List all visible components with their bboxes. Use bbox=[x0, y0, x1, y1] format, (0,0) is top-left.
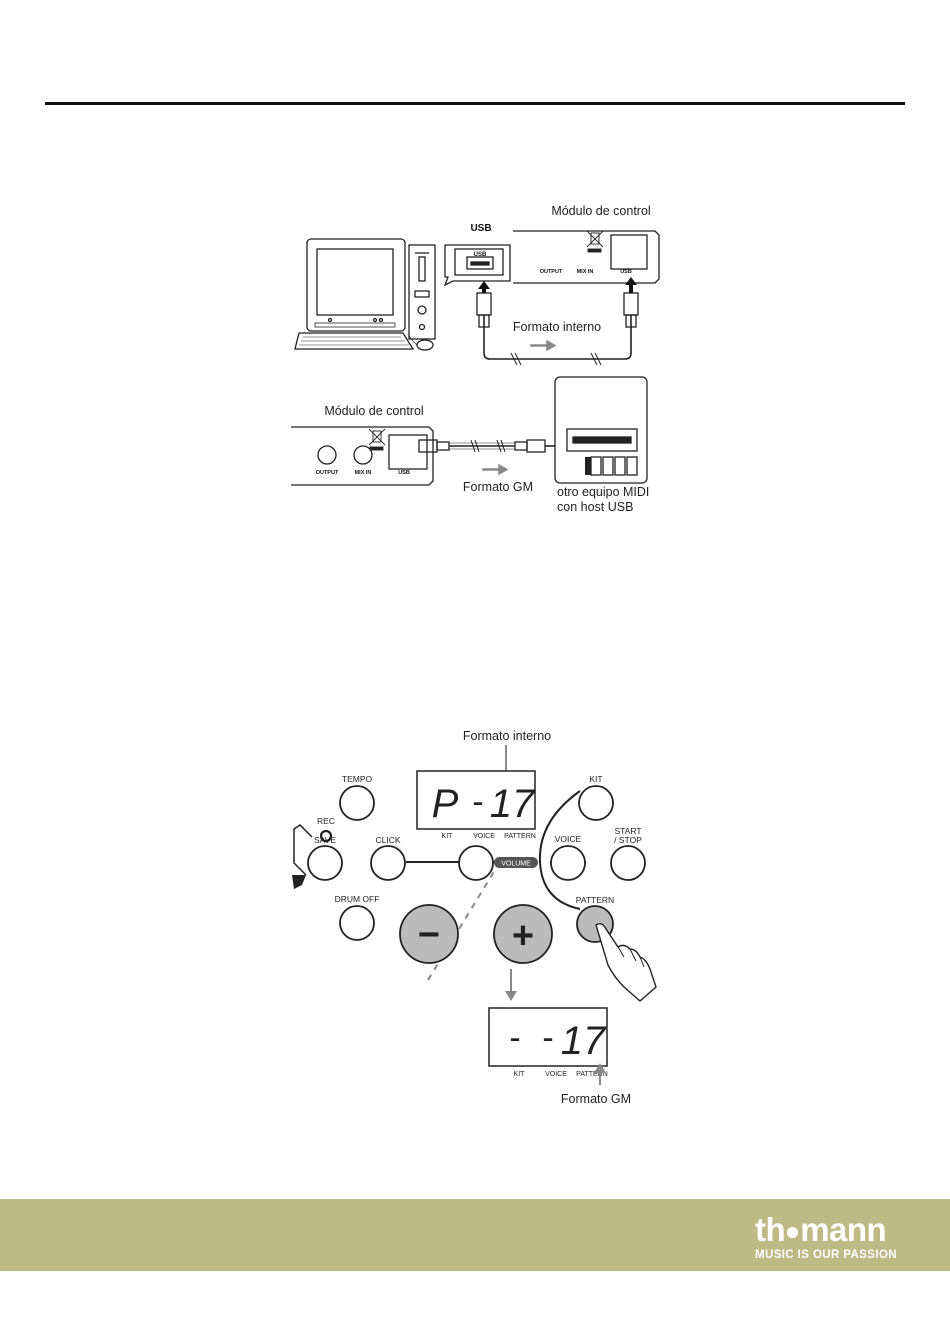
usb-connection-diagram: USB USB Módulo de control OUTPUT MIX IN … bbox=[291, 204, 660, 514]
rec-label: REC bbox=[317, 816, 335, 826]
drum-off-button[interactable] bbox=[339, 905, 375, 941]
save-label: SAVE bbox=[314, 835, 336, 845]
kit-button[interactable] bbox=[578, 785, 614, 821]
click-label: CLICK bbox=[375, 835, 400, 845]
pc-tower-icon bbox=[408, 244, 436, 340]
volume-button[interactable] bbox=[458, 845, 494, 881]
midi-device-label-line1: otro equipo MIDI bbox=[557, 485, 649, 499]
usb-label: USB bbox=[398, 470, 410, 476]
internal-format-label: Formato interno bbox=[513, 320, 601, 334]
tempo-label: TEMPO bbox=[342, 774, 373, 784]
voice-button[interactable] bbox=[550, 845, 586, 881]
mouse-icon bbox=[416, 339, 434, 351]
brand-right: mann bbox=[800, 1211, 887, 1248]
internal-format-label: Formato interno bbox=[463, 729, 551, 743]
display-label-voice: VOICE bbox=[473, 833, 495, 840]
start-label: START bbox=[614, 826, 641, 836]
gm-format-label: Formato GM bbox=[561, 1092, 631, 1106]
click-button[interactable] bbox=[370, 845, 406, 881]
usb-callout-label: USB bbox=[470, 223, 491, 234]
voice-label: VOICE bbox=[555, 834, 582, 844]
control-module-panel-top bbox=[513, 230, 660, 284]
header-rule bbox=[45, 102, 905, 105]
display-top bbox=[416, 770, 536, 830]
pencil-icon bbox=[292, 875, 306, 889]
usb-plug-icon bbox=[623, 292, 639, 316]
arrow-right-icon bbox=[530, 339, 557, 352]
usb-port-label: USB bbox=[474, 252, 487, 258]
weee-bin-icon bbox=[586, 230, 604, 253]
display-label-pattern: PATTERN bbox=[576, 1071, 608, 1078]
midi-device-label-line2: con host USB bbox=[557, 500, 633, 514]
start-stop-button[interactable] bbox=[610, 845, 646, 881]
arrow-right-icon bbox=[482, 463, 509, 476]
display-bottom-char-1: - bbox=[509, 1019, 520, 1057]
plus-button[interactable] bbox=[493, 904, 553, 964]
plus-label: + bbox=[512, 915, 534, 957]
volume-badge bbox=[494, 857, 538, 868]
stop-label: / STOP bbox=[614, 835, 642, 845]
brand-left: th bbox=[755, 1211, 786, 1248]
kit-label: KIT bbox=[589, 774, 602, 784]
output-jack bbox=[317, 445, 337, 465]
arrow-up-icon bbox=[625, 277, 637, 293]
usb-callout bbox=[443, 244, 511, 287]
volume-label: VOLUME bbox=[501, 861, 531, 868]
arrow-up-icon bbox=[594, 1063, 606, 1073]
rec-led bbox=[319, 829, 333, 843]
display-label-voice: VOICE bbox=[545, 1071, 567, 1078]
keyboard-icon bbox=[294, 332, 415, 350]
module-title-top: Módulo de control bbox=[551, 204, 650, 218]
display-top-char-1: P bbox=[432, 782, 459, 826]
display-top-char-2: - bbox=[472, 783, 483, 821]
output-label: OUTPUT bbox=[316, 470, 339, 476]
usb-label: USB bbox=[620, 269, 632, 275]
mix-in-jack bbox=[353, 445, 373, 465]
midi-device-icon bbox=[554, 376, 648, 484]
display-label-kit: KIT bbox=[442, 833, 454, 840]
output-label: OUTPUT bbox=[540, 269, 563, 275]
save-button[interactable] bbox=[307, 845, 343, 881]
display-label-pattern: PATTERN bbox=[504, 833, 536, 840]
usb-cable-top bbox=[483, 315, 632, 360]
arrow-down-icon bbox=[505, 991, 517, 1001]
brand-dot-icon bbox=[787, 1226, 799, 1238]
pointing-hand-icon bbox=[595, 922, 657, 1002]
mix-in-label: MIX IN bbox=[577, 269, 594, 275]
mix-in-label: MIX IN bbox=[355, 470, 372, 476]
drum-off-label: DRUM OFF bbox=[335, 894, 380, 904]
minus-label: − bbox=[418, 914, 440, 956]
footer-bar: th mann MUSIC IS OUR PASSION bbox=[0, 1199, 950, 1271]
control-panel-diagram: Formato interno P - 17 KIT VOICE PATTERN… bbox=[292, 729, 657, 1106]
display-top-char-3: 17 bbox=[490, 782, 536, 826]
thomann-logo: th mann MUSIC IS OUR PASSION bbox=[755, 1211, 897, 1262]
arrow-up-icon bbox=[478, 281, 490, 293]
usb-plug-icon bbox=[476, 292, 492, 316]
control-module-panel-bottom bbox=[291, 426, 434, 486]
usb-plug-icon bbox=[418, 439, 438, 453]
pattern-label: PATTERN bbox=[576, 895, 614, 905]
tempo-button[interactable] bbox=[339, 785, 375, 821]
display-bottom-char-3: 17 bbox=[561, 1019, 607, 1063]
monitor-icon bbox=[306, 238, 406, 332]
display-bottom bbox=[488, 1007, 608, 1067]
minus-button[interactable] bbox=[399, 904, 459, 964]
display-label-kit: KIT bbox=[514, 1071, 526, 1078]
usb-plug-icon bbox=[526, 439, 546, 453]
module-title-bottom: Módulo de control bbox=[324, 404, 423, 418]
display-bottom-char-2: - bbox=[542, 1019, 553, 1057]
gm-format-label: Formato GM bbox=[463, 480, 533, 494]
brand-tagline: MUSIC IS OUR PASSION bbox=[755, 1249, 897, 1261]
weee-bin-icon bbox=[368, 428, 386, 451]
